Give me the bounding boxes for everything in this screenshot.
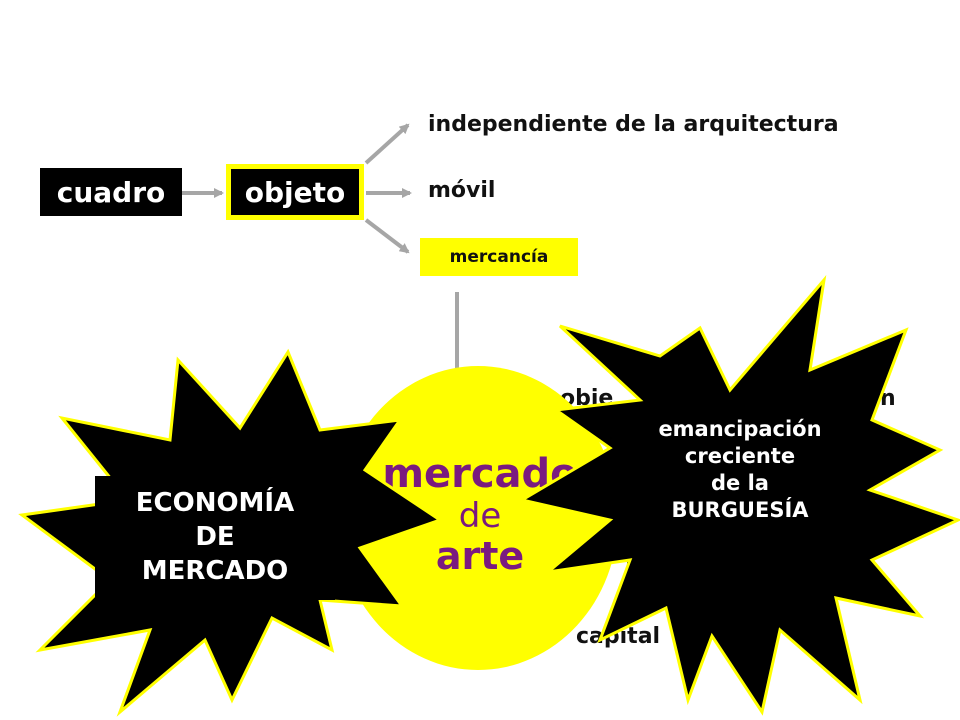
- objeto-label: objeto: [244, 175, 346, 209]
- de-text: de: [458, 495, 502, 536]
- burguesia-line1: emancipación: [658, 417, 822, 441]
- burguesia-line2: creciente: [684, 443, 796, 468]
- arrow-to-independiente: [364, 123, 410, 165]
- movil-text: móvil: [428, 178, 496, 203]
- burguesia-line3: de la: [711, 470, 769, 495]
- burguesia-line4: BURGUESÍA: [671, 497, 809, 522]
- economia-line3: MERCADO: [141, 555, 289, 586]
- arte-text: arte: [435, 533, 525, 578]
- economia-line2: DE: [195, 522, 235, 553]
- economia-line1: ECONOMÍA: [135, 488, 295, 519]
- cuadro-box: cuadro: [40, 168, 182, 216]
- burguesia-label: emancipación creciente de la BURGUESÍA: [620, 416, 860, 524]
- independiente-text: independiente de la arquitectura: [428, 112, 839, 137]
- mercado-de-arte-label: mercado de arte: [370, 452, 590, 577]
- economia-label: ECONOMÍA DE MERCADO: [95, 476, 335, 600]
- arrow-to-mercancia: [364, 218, 410, 254]
- cuadro-label: cuadro: [56, 175, 166, 209]
- objeto-box: objeto: [226, 164, 364, 220]
- mercancia-box: mercancía: [420, 238, 578, 276]
